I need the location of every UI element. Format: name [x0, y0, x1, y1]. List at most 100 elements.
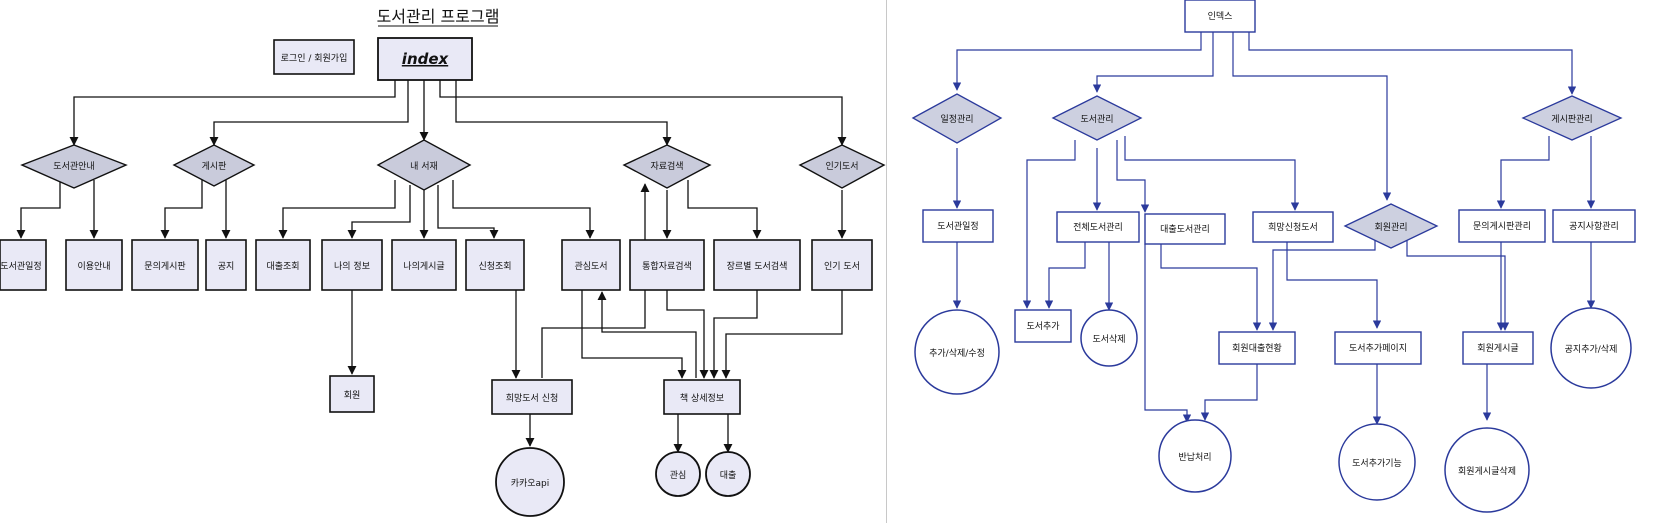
node-wish-books-label: 희망신청도서 [1268, 221, 1318, 233]
decision-library-guide: 도서관안내 [20, 144, 128, 189]
node-library-schedule: 도서관일정 [922, 209, 994, 243]
node-guide: 이용안내 [65, 239, 123, 291]
decision-search-label: 자료검색 [650, 160, 683, 172]
node-interest-books: 관심도서 [561, 239, 621, 291]
node-schedule-label: 도서관일정 [0, 261, 41, 272]
login-box: 로그인 / 회원가입 [273, 39, 355, 75]
circle-post-delete-label: 회원게시글삭제 [1458, 466, 1516, 477]
circle-notice-crud-label: 공지추가/삭제 [1565, 344, 1618, 355]
decision-board-label: 게시판 [202, 161, 227, 172]
node-apply-lookup: 신청조회 [465, 239, 525, 291]
circle-return: 반납처리 [1158, 419, 1232, 493]
node-member: 회원 [329, 375, 375, 413]
decision-schedule-mgmt-label: 일정관리 [940, 114, 973, 125]
decision-book-mgmt: 도서관리 [1051, 95, 1143, 141]
circle-interest: 관심 [655, 451, 701, 497]
index-box: index [377, 37, 473, 81]
circle-crud-label: 추가/삭제/수정 [929, 348, 985, 359]
right-diagram: 인덱스 일정관리 도서관리 회원관리 게시판관리 도서관일 [911, 0, 1636, 513]
node-member-post-label: 회원게시글 [1477, 343, 1518, 354]
node-index: 인덱스 [1184, 0, 1256, 33]
node-guide-label: 이용안내 [77, 261, 110, 272]
node-book-detail: 책 상세정보 [663, 379, 741, 415]
node-notice: 공지 [205, 239, 247, 291]
node-loan-books: 대출도서관리 [1144, 213, 1226, 245]
node-my-posts-label: 나의게시글 [403, 261, 444, 272]
node-index-label: 인덱스 [1208, 11, 1233, 22]
node-wish-book-label: 희망도서 신청 [506, 392, 559, 404]
right-diagram-panel: 인덱스 일정관리 도서관리 회원관리 게시판관리 도서관일 [887, 0, 1664, 523]
circle-book-delete: 도서삭제 [1080, 309, 1138, 367]
node-member-label: 회원 [344, 390, 361, 401]
decision-search: 자료검색 [622, 144, 712, 189]
node-inquiry: 문의게시판 [131, 239, 199, 291]
decision-book-mgmt-label: 도서관리 [1080, 114, 1113, 125]
circle-borrow: 대출 [705, 451, 751, 497]
node-popular-books: 인기 도서 [811, 239, 873, 291]
circle-kakao-api-label: 카카오api [511, 478, 550, 489]
node-inquiry-label: 문의게시판 [144, 261, 185, 272]
circle-add-function: 도서추가기능 [1338, 423, 1416, 501]
decision-library-guide-label: 도서관안내 [53, 161, 94, 172]
node-all-books: 전체도서관리 [1056, 211, 1140, 243]
node-add-page: 도서추가페이지 [1334, 331, 1422, 365]
node-library-schedule-label: 도서관일정 [937, 221, 978, 232]
decision-member-mgmt: 회원관리 [1343, 203, 1439, 249]
node-popular-books-label: 인기 도서 [824, 261, 860, 272]
node-all-books-label: 전체도서관리 [1073, 222, 1123, 233]
node-loan-lookup-label: 대출조회 [266, 261, 299, 272]
node-genre-search: 장르별 도서검색 [713, 239, 801, 291]
decision-schedule-mgmt: 일정관리 [911, 93, 1003, 144]
node-my-posts: 나의게시글 [391, 239, 457, 291]
circle-notice-crud: 공지추가/삭제 [1550, 307, 1632, 389]
node-unified-search-label: 통합자료검색 [642, 260, 692, 272]
node-interest-books-label: 관심도서 [574, 261, 607, 272]
node-wish-book: 희망도서 신청 [491, 379, 573, 415]
decision-popular: 인기도서 [798, 144, 886, 189]
node-book-add: 도서추가 [1014, 309, 1072, 343]
diagram-title: 도서관리 프로그램 [377, 7, 500, 26]
node-inquiry-mgmt: 문의게시판관리 [1458, 209, 1546, 243]
left-diagram: 도서관리 프로그램 [0, 7, 886, 517]
left-connectors [16, 80, 847, 453]
node-notice-mgmt: 공지사항관리 [1552, 209, 1636, 243]
left-diagram-panel: 도서관리 프로그램 [0, 7, 886, 517]
node-schedule: 도서관일정 [0, 239, 47, 291]
node-wish-books: 희망신청도서 [1252, 211, 1334, 243]
decision-popular-label: 인기도서 [825, 161, 858, 172]
node-loan-lookup: 대출조회 [255, 239, 311, 291]
decision-my-library-label: 내 서재 [410, 161, 438, 172]
node-genre-search-label: 장르별 도서검색 [727, 260, 788, 272]
node-apply-lookup-label: 신청조회 [478, 261, 511, 272]
decision-board: 게시판 [172, 144, 256, 187]
node-member-loan-label: 회원대출현황 [1232, 343, 1282, 354]
node-member-post: 회원게시글 [1462, 331, 1534, 365]
node-unified-search: 통합자료검색 [629, 239, 705, 291]
node-loan-books-label: 대출도서관리 [1160, 224, 1210, 235]
node-notice-mgmt-label: 공지사항관리 [1569, 221, 1619, 232]
decision-board-mgmt-label: 게시판관리 [1551, 114, 1592, 125]
index-label: index [402, 50, 450, 68]
decision-member-mgmt-label: 회원관리 [1374, 222, 1407, 233]
circle-kakao-api: 카카오api [495, 447, 565, 517]
circle-crud: 추가/삭제/수정 [914, 309, 1000, 395]
right-connectors [952, 32, 1596, 425]
circle-add-function-label: 도서추가기능 [1352, 458, 1402, 469]
node-book-detail-label: 책 상세정보 [680, 392, 724, 404]
circle-borrow-label: 대출 [720, 470, 737, 481]
node-my-info: 나의 정보 [321, 239, 383, 291]
decision-board-mgmt: 게시판관리 [1521, 95, 1623, 141]
node-member-loan: 회원대출현황 [1218, 331, 1296, 365]
node-notice-label: 공지 [218, 261, 235, 272]
decision-my-library: 내 서재 [376, 139, 472, 191]
login-label: 로그인 / 회원가입 [281, 52, 348, 64]
node-inquiry-mgmt-label: 문의게시판관리 [1473, 221, 1531, 232]
circle-post-delete: 회원게시글삭제 [1444, 427, 1530, 513]
circle-return-label: 반납처리 [1178, 451, 1211, 463]
circle-interest-label: 관심 [670, 470, 687, 481]
node-my-info-label: 나의 정보 [334, 261, 370, 272]
node-book-add-label: 도서추가 [1026, 321, 1059, 332]
circle-book-delete-label: 도서삭제 [1092, 334, 1125, 345]
node-add-page-label: 도서추가페이지 [1349, 343, 1407, 354]
